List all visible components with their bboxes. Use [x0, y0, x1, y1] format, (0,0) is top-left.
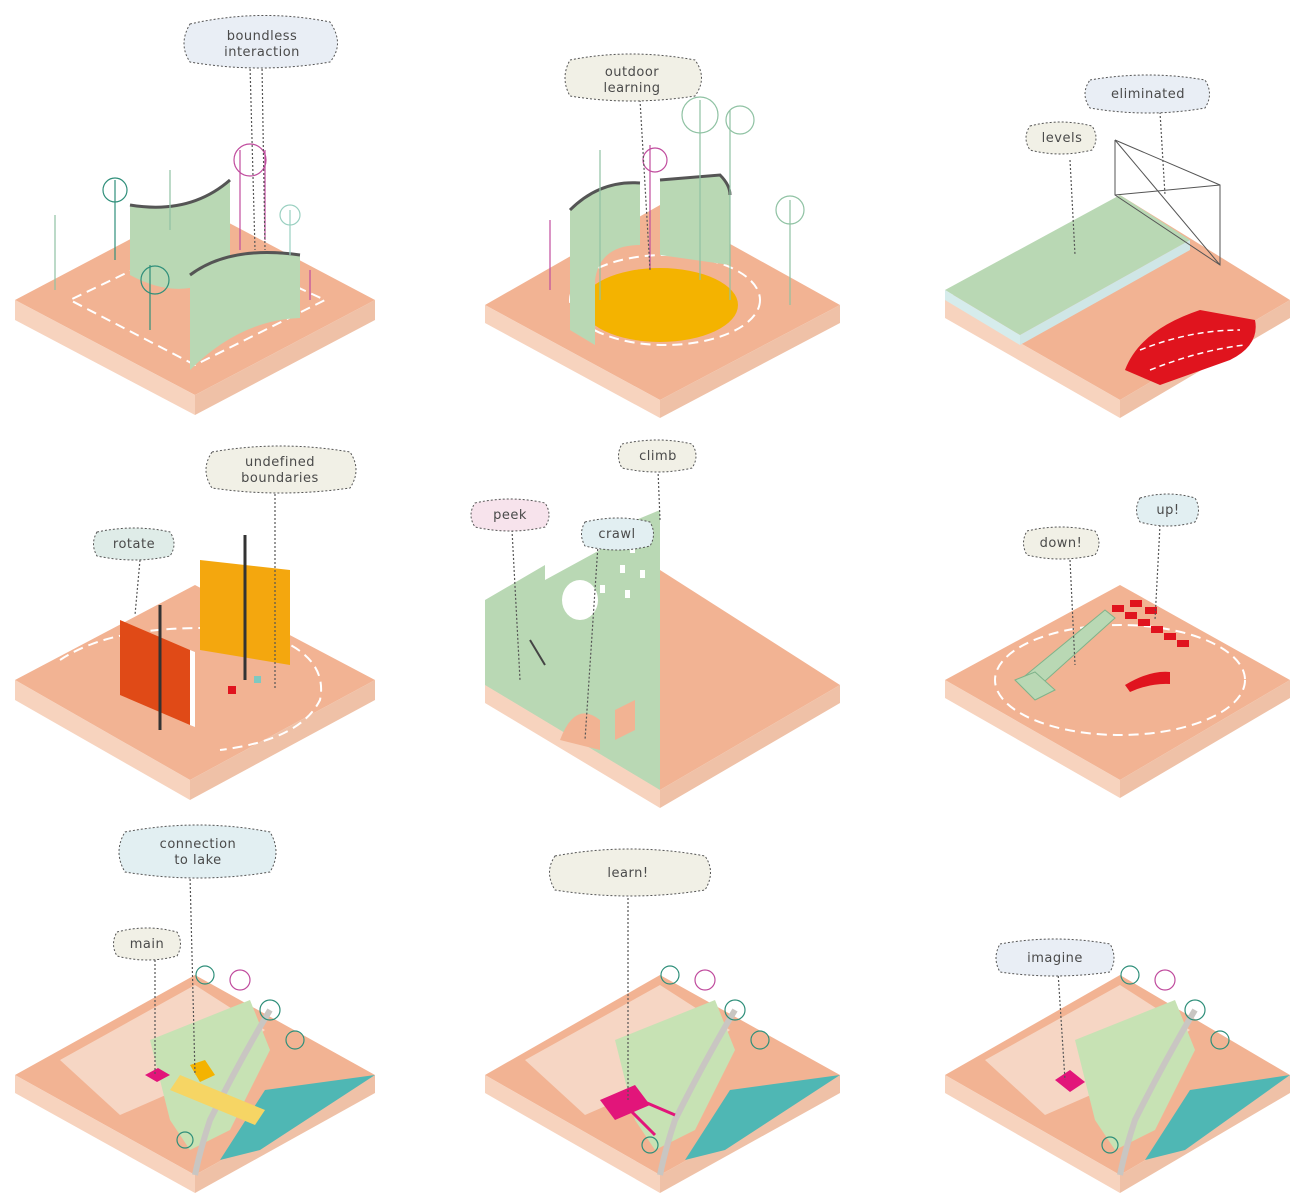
- label-bubble: imagine: [996, 939, 1114, 976]
- panel-edge: [190, 650, 195, 727]
- label-bubble: main: [114, 928, 181, 960]
- label-rotate: rotate: [113, 537, 155, 552]
- label-bubble: down!: [1024, 527, 1100, 559]
- peek-hole: [562, 580, 598, 620]
- label-bubble: crawl: [582, 518, 654, 550]
- label-peek: peek: [493, 508, 527, 523]
- label-bubble: rotate: [94, 528, 175, 560]
- label-down: down!: [1040, 536, 1083, 551]
- label-up: up!: [1156, 503, 1179, 518]
- label-imagine: imagine: [1027, 951, 1083, 966]
- tile-down-up: [945, 585, 1290, 798]
- curved-wall: [660, 175, 730, 265]
- tile-imagine: [945, 966, 1290, 1193]
- label-crawl: crawl: [598, 527, 635, 542]
- label-bubble: levels: [1026, 122, 1096, 154]
- small-block: [254, 676, 261, 683]
- label-levels: levels: [1042, 131, 1083, 146]
- tile-connection-to-lake: [15, 966, 375, 1193]
- tile-outdoor-learning: [485, 97, 840, 418]
- label-bubble: climb: [619, 440, 697, 472]
- label-bubble: eliminated: [1085, 75, 1210, 113]
- label-learn: learn!: [607, 866, 648, 881]
- label-main: main: [130, 937, 164, 952]
- label-eliminated: eliminated: [1111, 87, 1185, 102]
- label-bubble: learn!: [550, 849, 711, 896]
- tile-boundless-interaction: [15, 144, 375, 415]
- label-bubble: up!: [1137, 494, 1199, 526]
- tile-undefined-boundaries: [15, 535, 375, 800]
- tile-learn: [485, 966, 840, 1193]
- tile-levels-eliminated: [945, 140, 1290, 418]
- small-block: [228, 686, 236, 694]
- tile-peek-crawl-climb: [485, 510, 840, 808]
- label-bubble: peek: [471, 499, 549, 531]
- label-climb: climb: [639, 449, 677, 464]
- learning-circle: [582, 268, 738, 342]
